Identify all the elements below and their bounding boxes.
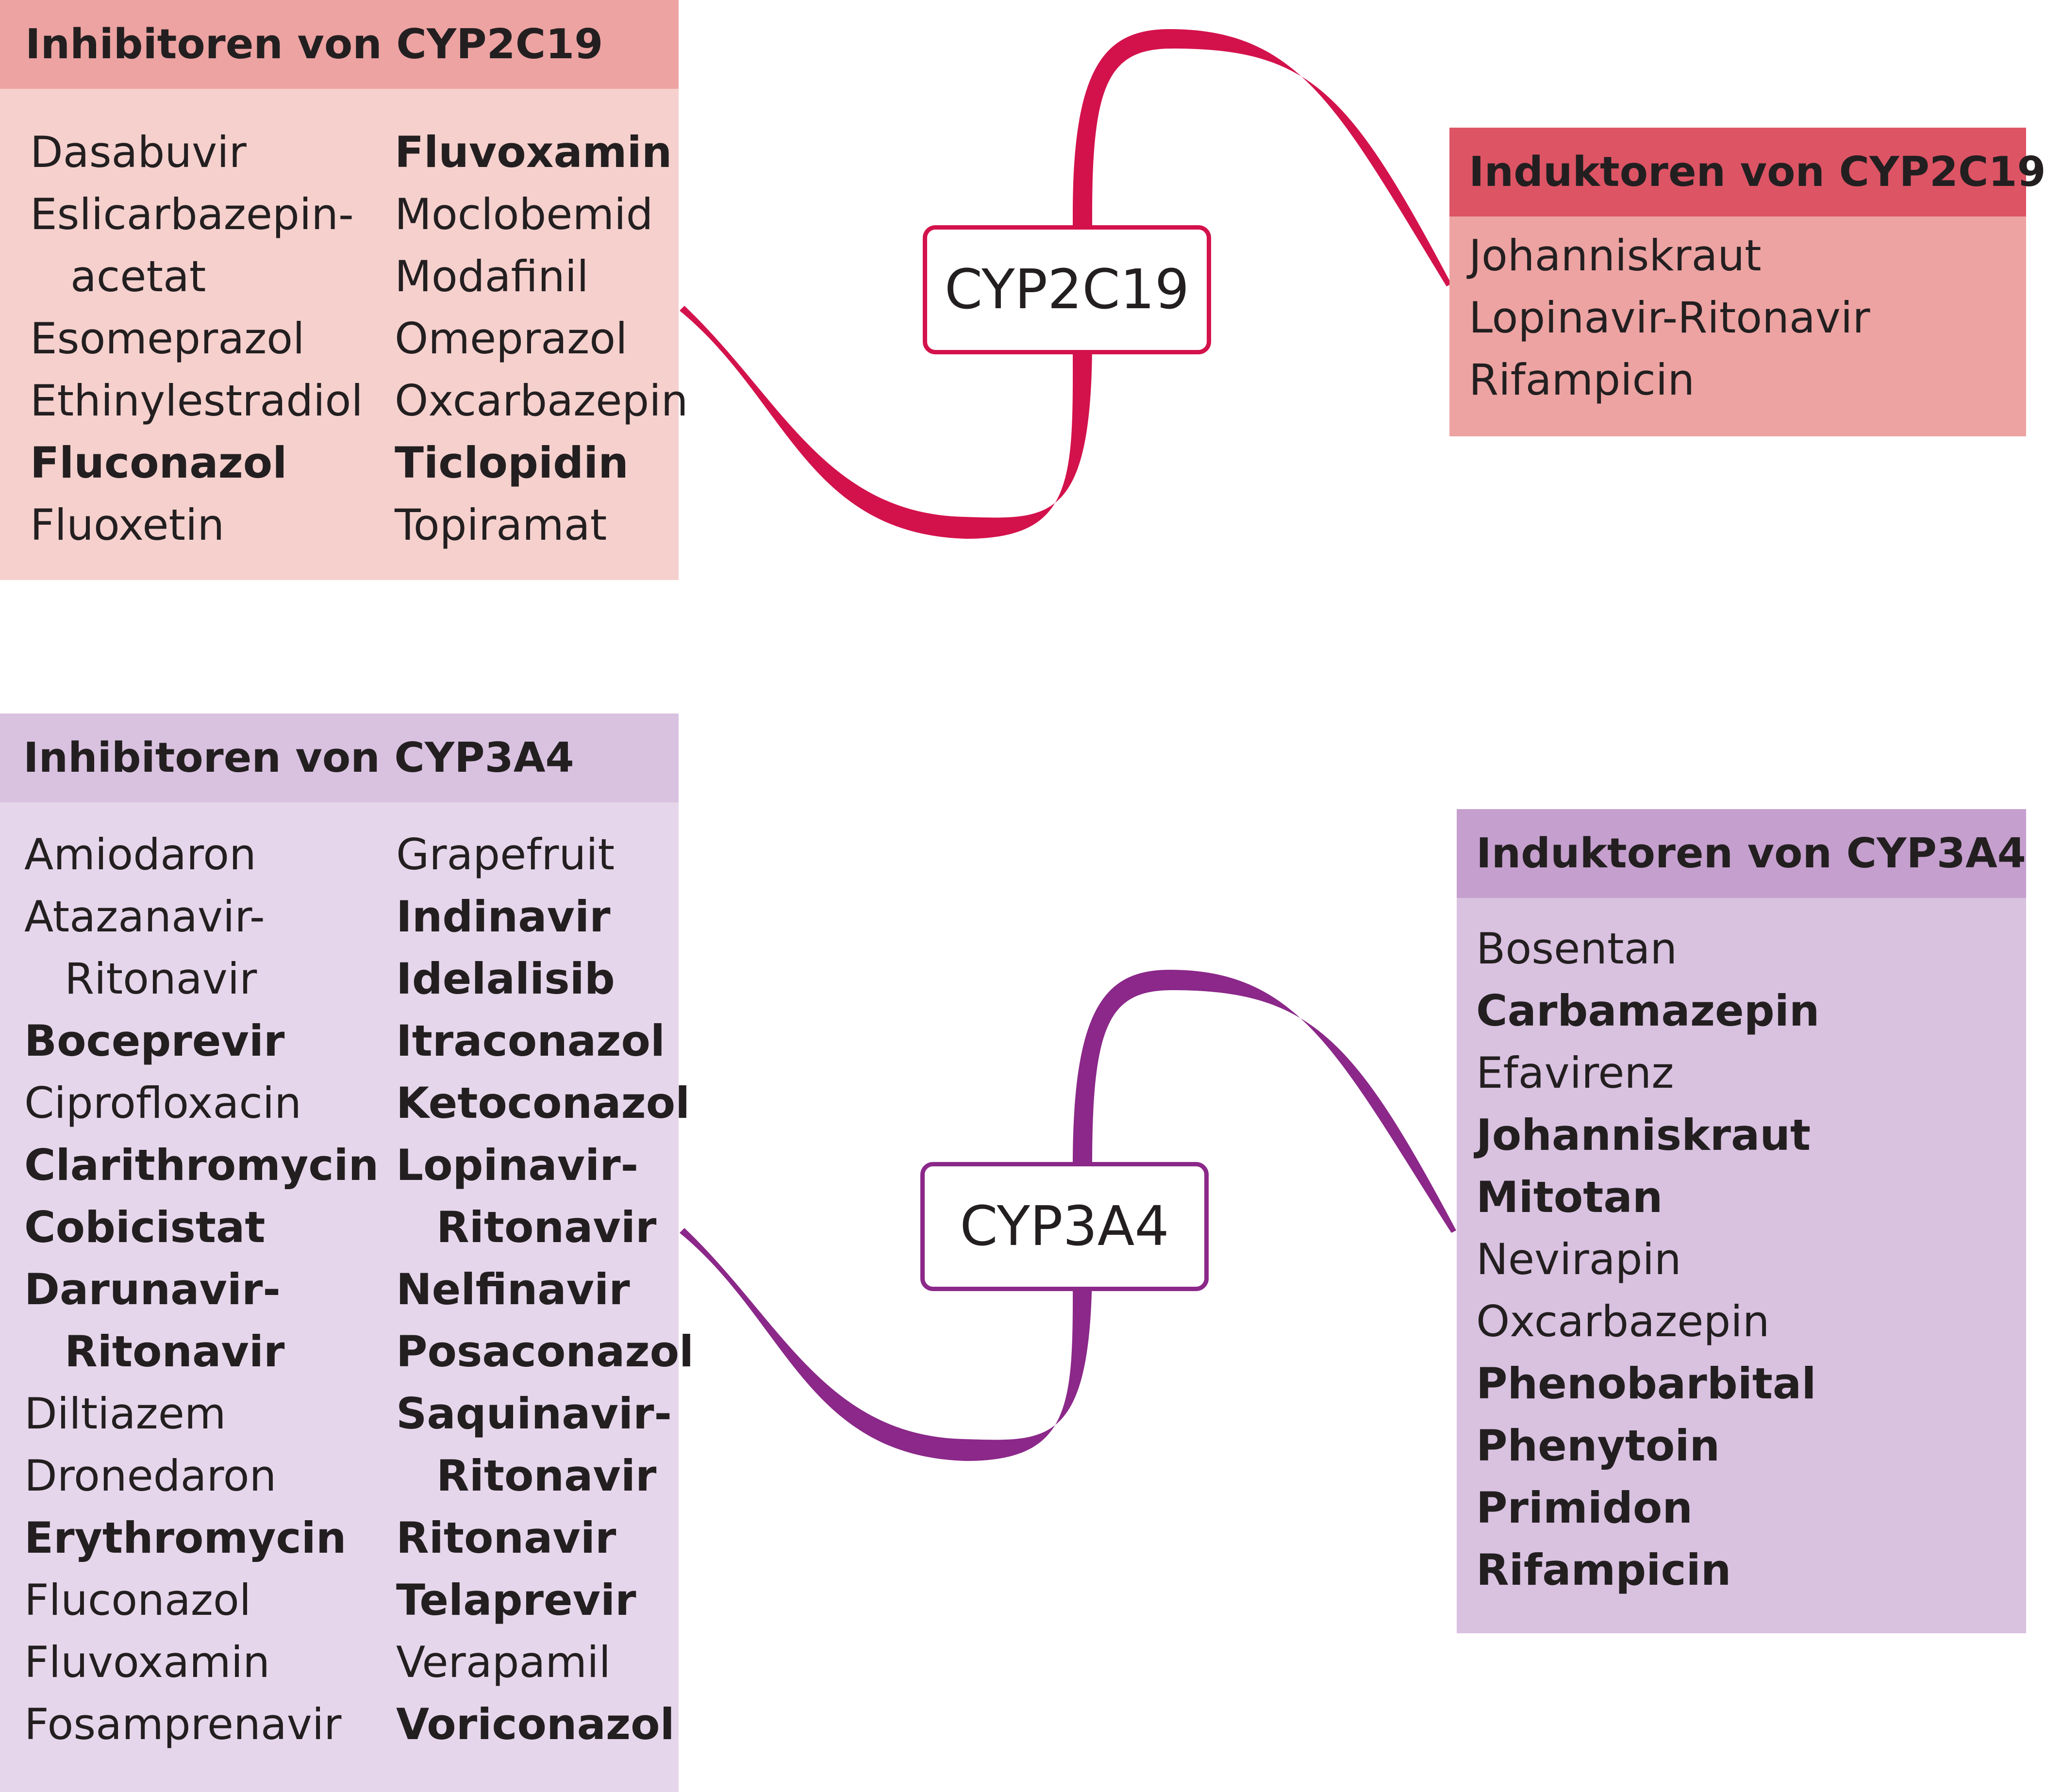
drug-item: Ticlopidin (395, 438, 629, 488)
drug-item: Fluvoxamin (24, 1637, 270, 1687)
drug-item: Erythromycin (24, 1513, 347, 1563)
drug-item: Omeprazol (395, 314, 628, 364)
drug-item: Fluvoxamin (395, 127, 672, 177)
drug-item: Ritonavir (436, 1451, 657, 1501)
cyp2c19-node: CYP2C19 (923, 225, 1211, 354)
drug-item: Phenytoin (1476, 1421, 1720, 1471)
drug-item: Fluoxetin (30, 500, 225, 550)
drug-item: Rifampicin (1469, 355, 1695, 405)
drug-item: Moclobemid (395, 189, 653, 239)
drug-item: Verapamil (396, 1637, 611, 1687)
drug-item: Lopinavir- (396, 1140, 639, 1190)
drug-item: Johanniskraut (1469, 231, 1762, 281)
inductors-cyp2c19-title: Induktoren von CYP2C19 (1449, 128, 2046, 216)
drug-item: Oxcarbazepin (1476, 1296, 1770, 1346)
cyp3a4-node: CYP3A4 (920, 1162, 1209, 1291)
drug-item: Ethinylestradiol (30, 376, 363, 426)
drug-item: Telaprevir (396, 1575, 636, 1625)
drug-item: Carbamazepin (1476, 986, 1820, 1036)
drug-item: Mitotan (1476, 1172, 1663, 1222)
drug-item: Dasabuvir (30, 127, 247, 177)
drug-item: Ketoconazol (396, 1078, 690, 1128)
drug-item: Esomeprazol (30, 314, 305, 364)
drug-item: Cobicistat (24, 1202, 266, 1252)
drug-item: Oxcarbazepin (395, 376, 688, 426)
drug-item: Fluconazol (24, 1575, 251, 1625)
drug-item: Indinavir (396, 892, 611, 942)
drug-item: Phenobarbital (1476, 1359, 1816, 1409)
drug-item: Posaconazol (396, 1327, 694, 1377)
drug-item: Clarithromycin (24, 1140, 379, 1190)
drug-item: Amiodaron (24, 830, 256, 879)
drug-item: Bosentan (1476, 924, 1678, 974)
inhibitors-cyp3a4-title: Inhibitoren von CYP3A4 (0, 713, 679, 802)
drug-item: Saquinavir- (396, 1389, 672, 1439)
inhibitors-cyp2c19-title: Inhibitoren von CYP2C19 (0, 0, 679, 89)
drug-item: Primidon (1476, 1483, 1693, 1533)
drug-item: Dronedaron (24, 1451, 277, 1501)
drug-item: Idelalisib (396, 954, 615, 1004)
drug-item: Nelfinavir (396, 1264, 630, 1314)
drug-item: Diltiazem (24, 1389, 226, 1439)
drug-item: Atazanavir- (24, 892, 265, 942)
drug-item: Nevirapin (1476, 1234, 1681, 1284)
drug-item: acetat (70, 251, 206, 301)
drug-item: Ciprofloxacin (24, 1078, 302, 1128)
drug-item: Johanniskraut (1476, 1110, 1811, 1160)
drug-item: Modafinil (395, 251, 589, 301)
drug-item: Boceprevir (24, 1016, 285, 1066)
drug-item: Grapefruit (396, 830, 615, 879)
drug-item: Topiramat (395, 500, 607, 550)
drug-item: Ritonavir (65, 1327, 285, 1377)
drug-item: Fosamprenavir (24, 1699, 342, 1749)
drug-item: Darunavir- (24, 1264, 281, 1314)
inductors-cyp3a4-title: Induktoren von CYP3A4 (1457, 809, 2026, 898)
drug-item: Fluconazol (30, 438, 287, 488)
drug-item: Efavirenz (1476, 1048, 1674, 1098)
drug-item: Voriconazol (396, 1699, 675, 1749)
drug-item: Rifampicin (1476, 1545, 1731, 1595)
drug-item: Ritonavir (396, 1513, 616, 1563)
drug-item: Itraconazol (396, 1016, 665, 1066)
drug-item: Ritonavir (436, 1202, 657, 1252)
drug-item: Lopinavir-Ritonavir (1469, 293, 1870, 343)
drug-item: Ritonavir (65, 954, 257, 1004)
drug-item: Eslicarbazepin- (30, 189, 354, 239)
